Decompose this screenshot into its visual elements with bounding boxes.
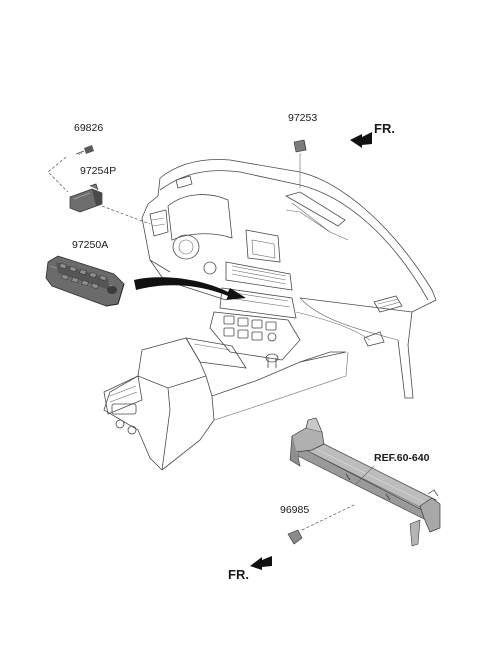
front-direction-arrow-top — [350, 132, 372, 148]
label-97250A: 97250A — [72, 239, 108, 251]
label-97254P: 97254P — [80, 165, 116, 177]
label-97253: 97253 — [288, 112, 317, 124]
center-console — [103, 311, 349, 471]
label-69826: 69826 — [74, 122, 103, 134]
front-direction-arrow-bottom — [250, 556, 272, 570]
crash-pad-bracket — [289, 417, 441, 547]
label-fr-top: FR. — [374, 121, 395, 136]
label-fr-bottom: FR. — [228, 567, 249, 582]
label-96985: 96985 — [280, 504, 309, 516]
control-unit-part-97250A — [45, 255, 125, 307]
label-ref-60-640: REF.60-640 — [374, 452, 430, 464]
instrument-panel — [141, 159, 437, 399]
leader-arrow — [134, 277, 246, 300]
screw-part-69826 — [75, 145, 94, 156]
clip-part-97253 — [293, 139, 307, 153]
clip-part-96985 — [287, 529, 303, 545]
bracket-part-97254P — [69, 183, 103, 213]
